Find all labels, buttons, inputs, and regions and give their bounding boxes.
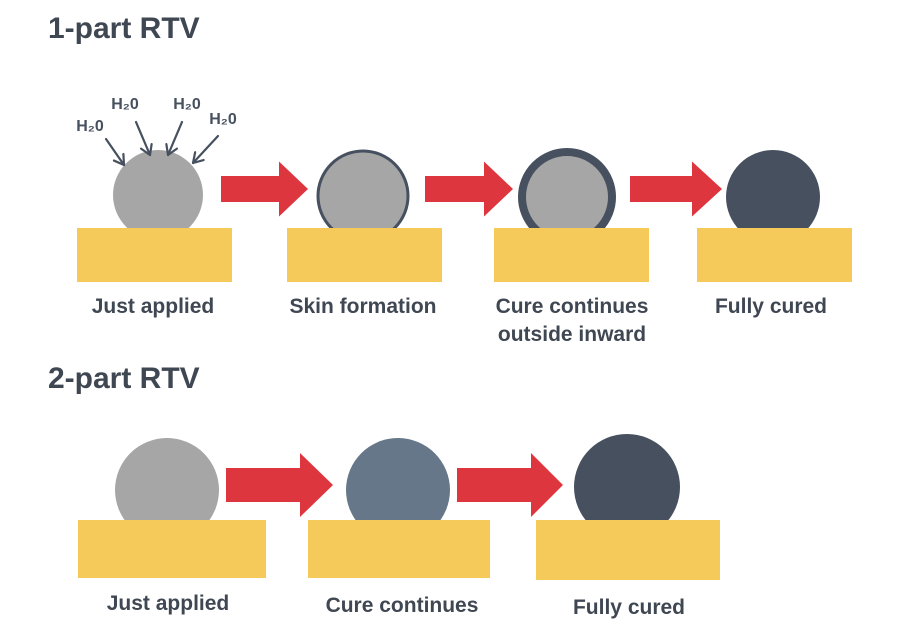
section-1-title: 1-part RTV [48,12,200,45]
moisture-arrowhead-3 [165,143,179,157]
arrow-5 [457,453,563,517]
bead-skin [316,149,410,243]
moisture-arrow-3 [166,120,184,157]
moisture-arrow-1 [104,137,126,167]
substrate-7 [536,520,720,580]
moisture-label-1: H₂0 [76,118,104,135]
moisture-arrow-4 [191,134,220,165]
substrate-5 [78,520,266,578]
section-2-title: 2-part RTV [48,362,200,395]
stage-label-skin-formation: Skin formation [289,295,437,318]
stage-label-cure-continues-outside-inward: Cure continues outside inward [495,295,649,346]
arrow-4 [226,453,333,517]
arrow-1 [221,161,308,217]
moisture-arrowhead-2 [139,143,153,157]
bead-cured [726,150,820,244]
bead-partly-cured [346,438,450,542]
bead-cured-2 [574,434,680,540]
substrate-6 [308,520,490,578]
moisture-arrowhead-1 [112,152,126,167]
arrow-2 [425,161,513,217]
bead-uncured [113,150,203,240]
substrate-1 [77,228,232,282]
bead-uncured-2 [115,438,219,542]
substrate-3 [494,228,649,282]
moisture-label-2: H₂0 [111,96,139,113]
moisture-label-3: H₂0 [173,96,201,113]
moisture-arrow-2 [134,120,152,157]
stage-label-just-applied-2: Just applied [106,592,230,615]
substrate-4 [697,228,852,282]
substrate-2 [287,228,442,282]
stage-label-fully-cured-2: Fully cured [572,596,686,619]
stage-label-just-applied: Just applied [91,295,215,318]
stage-label-fully-cured: Fully cured [714,295,828,318]
stage-label-cure-continues: Cure continues [325,594,479,617]
moisture-label-4: H₂0 [209,111,237,128]
arrow-3 [630,161,722,217]
moisture-arrowhead-4 [191,151,205,165]
